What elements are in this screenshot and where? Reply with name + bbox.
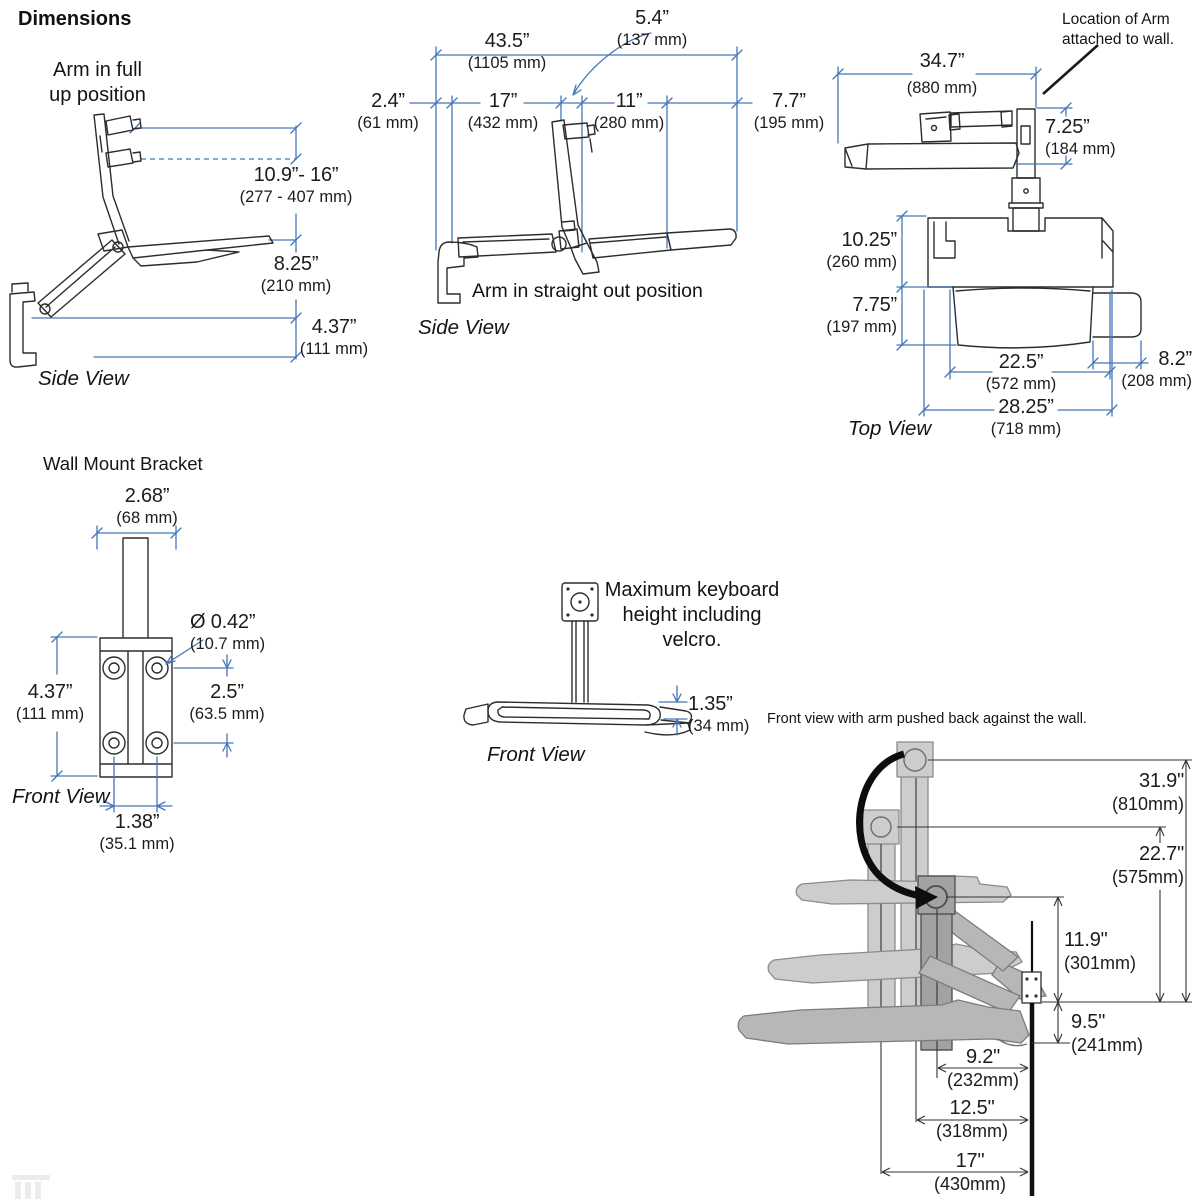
- dim-mouse-extension: 7.7” (195 mm): [753, 90, 825, 132]
- view-label-keyboard-front: Front View: [487, 743, 585, 766]
- dim-depth-column: 9.2" (232mm): [946, 1046, 1020, 1090]
- dim-total-reach: 43.5” (1105 mm): [467, 30, 547, 72]
- caption-arm-full-up: Arm in full up position: [49, 59, 146, 106]
- dim-tray-length: 11” (280 mm): [593, 90, 665, 132]
- dim-monitor-offset: 5.4” (137 mm): [616, 7, 688, 49]
- dim-hole-spacing-horizontal: 1.38” (35.1 mm): [99, 811, 175, 853]
- dim-tray-thickness: 1.35” (34 mm): [688, 693, 750, 735]
- dim-bracket-height: 4.37” (111 mm): [15, 681, 85, 723]
- dim-keyboard-drop: 8.25” (210 mm): [260, 253, 332, 295]
- watermark-logo: [12, 1175, 50, 1199]
- view-label-side-b: Side View: [418, 316, 509, 339]
- view-label-bracket-front: Front View: [12, 785, 110, 808]
- dim-bracket-width: 2.68” (68 mm): [116, 485, 178, 527]
- dim-monitor-depth: 7.25” (184 mm): [1045, 116, 1116, 158]
- view-label-top: Top View: [848, 417, 932, 440]
- dim-keyboard-travel: 11.9" (301mm): [1064, 929, 1137, 973]
- dim-reach: 34.7” (880 mm): [906, 50, 978, 97]
- dim-hole-diameter: Ø 0.42” (10.7 mm): [190, 611, 266, 653]
- front-view-pushed-back-drawing: [737, 741, 1192, 1196]
- dim-total-width: 28.25” (718 mm): [990, 396, 1062, 438]
- dim-mouse-width: 8.2” (208 mm): [1121, 348, 1192, 390]
- note-arm-wall-location: Location of Arm attached to wall.: [1062, 11, 1175, 48]
- side-view-full-up-drawing: [9, 113, 302, 368]
- dim-hole-spacing-vertical: 2.5” (63.5 mm): [189, 681, 265, 723]
- dim-top-height: 31.9" (810mm): [1111, 770, 1184, 814]
- view-label-side-a: Side View: [38, 367, 129, 390]
- dim-tray-depth: 7.75” (197 mm): [826, 294, 897, 336]
- dim-depth-outer: 17" (430mm): [933, 1150, 1007, 1194]
- side-view-straight-out-drawing: [409, 32, 753, 304]
- caption-pushed-back: Front view with arm pushed back against …: [767, 711, 1087, 727]
- dim-tray-width: 22.5” (572 mm): [985, 351, 1057, 393]
- top-view-drawing: [832, 44, 1149, 417]
- note-max-keyboard-height: Maximum keyboard height including velcro…: [604, 579, 780, 651]
- dim-height-range: 10.9”- 16” (277 - 407 mm): [239, 164, 353, 206]
- page-title: Dimensions: [18, 8, 132, 30]
- dim-track-height: 4.37” (111 mm): [299, 316, 369, 358]
- dim-arm-length: 17” (432 mm): [467, 90, 539, 132]
- dim-screen-depth: 10.25” (260 mm): [826, 229, 897, 271]
- dim-wall-offset: 2.4” (61 mm): [357, 90, 419, 132]
- dim-mid-height: 22.7" (575mm): [1111, 843, 1184, 887]
- dim-depth-mid: 12.5" (318mm): [935, 1097, 1009, 1141]
- wall-bracket-drawing: [50, 525, 234, 813]
- caption-wall-bracket: Wall Mount Bracket: [43, 453, 203, 474]
- dim-low-height: 9.5" (241mm): [1071, 1011, 1144, 1055]
- front-view-keyboard-drawing: [463, 582, 693, 736]
- caption-arm-straight-out: Arm in straight out position: [472, 280, 703, 302]
